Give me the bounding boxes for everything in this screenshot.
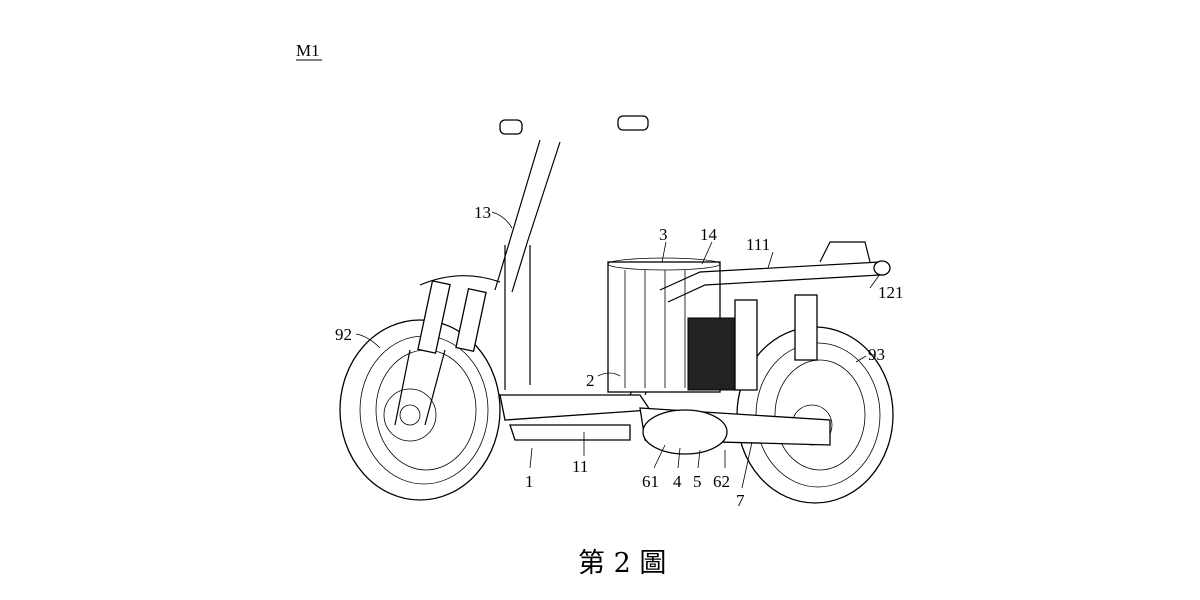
leader-lines (355, 211, 881, 489)
figure-caption: 第 2 圖 (578, 548, 666, 579)
label-14: 14 (700, 225, 718, 244)
label-11: 11 (572, 457, 588, 476)
label-62: 62 (713, 472, 730, 491)
label-3: 3 (659, 225, 668, 244)
label-121: 121 (878, 283, 904, 302)
controller-box (687, 317, 741, 391)
steering-column (494, 115, 653, 390)
label-7: 7 (736, 491, 745, 510)
label-2: 2 (586, 371, 595, 390)
figure-reference: M1 (296, 41, 320, 60)
label-13: 13 (474, 203, 491, 222)
rear-frame (659, 241, 891, 303)
label-1: 1 (525, 472, 534, 491)
label-92: 92 (335, 325, 352, 344)
front-suspension (394, 275, 501, 426)
label-111: 111 (746, 235, 770, 254)
swing-arm (639, 407, 831, 455)
label-61: 61 (642, 472, 659, 491)
label-93: 93 (868, 345, 885, 364)
label-5: 5 (693, 472, 702, 491)
label-4: 4 (673, 472, 682, 491)
rear-shocks (734, 294, 818, 391)
